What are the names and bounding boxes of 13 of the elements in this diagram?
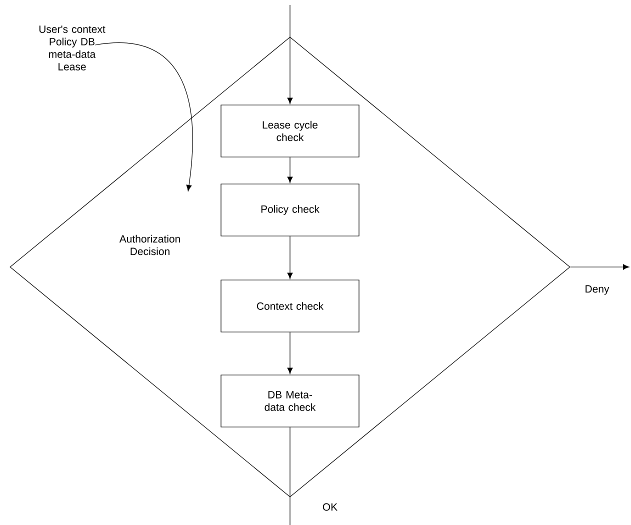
edge-label: OK: [322, 503, 338, 511]
curved-arrow: [94, 42, 193, 192]
input-list: User's context Policy DB meta-data Lease: [39, 26, 106, 70]
arrow: [287, 236, 293, 279]
arrow: [570, 264, 630, 270]
process-box: Lease cycle check: [220, 104, 360, 158]
arrow: [287, 157, 293, 183]
process-box: Policy check: [220, 184, 360, 236]
process-box: Context check: [220, 280, 360, 332]
arrow: [287, 332, 293, 374]
arrow: [287, 4, 293, 104]
process-box: DB Meta-data check: [220, 374, 360, 428]
edge-label: Deny: [586, 285, 610, 295]
